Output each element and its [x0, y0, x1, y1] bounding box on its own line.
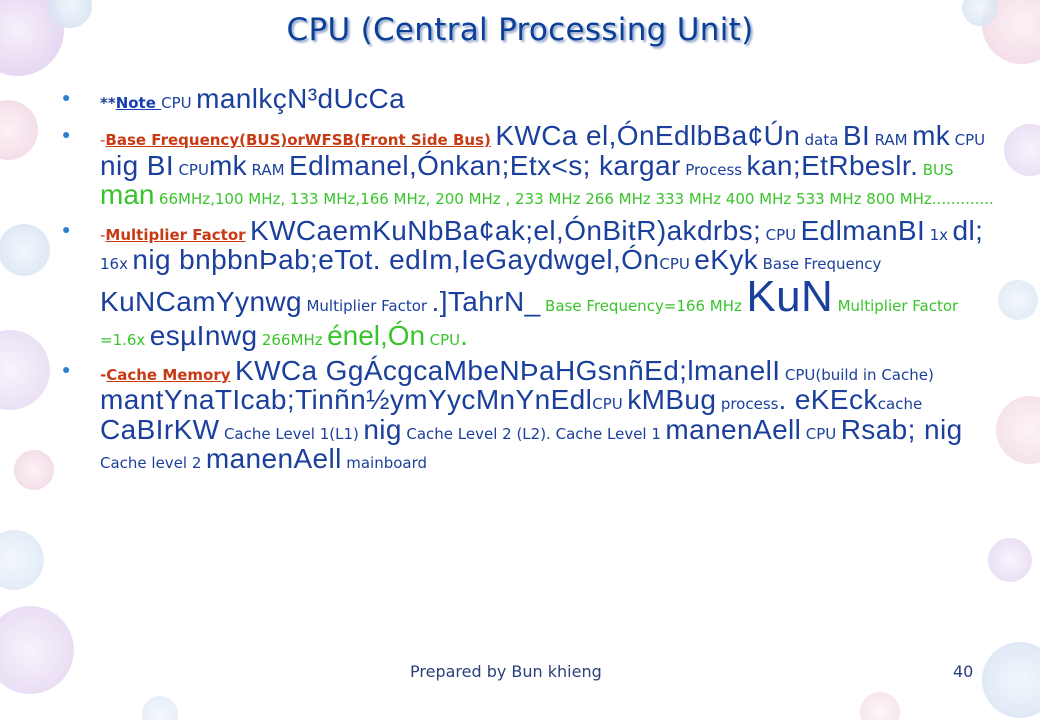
text-run: CPU — [592, 395, 623, 414]
text-run: CPU — [765, 225, 797, 244]
text-run: CPU — [178, 160, 209, 179]
text-run: 1x — [929, 225, 949, 244]
bullet-item-cache-memory: ● -Cache Memory KWCa GgÁcgcaMbeNÞaHGsnñE… — [58, 356, 998, 474]
dash: - — [100, 365, 107, 384]
page-number: 40 — [953, 662, 974, 681]
text-run: Rsab; nig — [840, 413, 963, 445]
base-frequency-link[interactable]: Base Frequency(BUS)orWFSB(Front Side Bus… — [105, 131, 491, 150]
text-run: RAM — [874, 131, 908, 150]
text-run: cache — [877, 395, 923, 414]
text-run: mk — [912, 120, 951, 152]
text-run: Cache Level 2 (L2). Cache Level 1 — [406, 424, 661, 443]
text-run: dl; — [952, 214, 984, 246]
text-run: kan;EtRbeslr. — [746, 149, 919, 181]
text-run: nig bnþbnÞab;eTot. edIm,IeGaydwgel,Ón — [132, 243, 660, 275]
text-run: .]TahrN_ — [431, 286, 541, 318]
text-run: Edlmanel,Ónkan;Etx<s; kargar — [289, 149, 681, 181]
text-run: KWCa GgÁcgcaMbeNÞaHGsnñEd;lmanelI — [235, 354, 781, 386]
bullet-item-note: ● **Note CPU manlkçN³dUcCa — [58, 84, 998, 113]
footer-author: Prepared by Bun khieng — [410, 662, 602, 681]
dash: - — [100, 225, 106, 244]
text-run: mantYnaTIcab;Tinñn½ymYycMnYnEdl — [100, 384, 593, 416]
text-run: process — [720, 395, 779, 414]
text-run: BUS — [922, 160, 954, 179]
round-bullet-icon: ● — [62, 126, 71, 143]
text-run: . eKEck — [778, 384, 878, 416]
dash: - — [100, 131, 106, 150]
text-run: eKyk — [694, 243, 759, 275]
text-run: 266MHz — [261, 330, 323, 349]
text-run: Cache Level 1(L1) — [223, 424, 359, 443]
text-run: mainboard — [346, 454, 428, 473]
text-run: kMBug — [627, 384, 717, 416]
text-run: CPU — [429, 330, 461, 349]
text-run: énel,Ón — [327, 319, 426, 351]
note-stars: ** — [100, 94, 116, 112]
text-run: esµInwg — [149, 319, 258, 351]
multiplier-factor-link[interactable]: Multiplier Factor — [105, 225, 246, 244]
text-run: RAM — [251, 160, 285, 179]
round-bullet-icon: ● — [62, 89, 71, 105]
text-run: CaBIrKW — [100, 413, 220, 445]
text-run: manenAell — [665, 413, 802, 445]
note-link[interactable]: Note — [115, 94, 162, 112]
note-cpu: CPU — [161, 94, 192, 112]
bullet-item-multiplier-factor: ● -Multiplier Factor KWCaemKuNbBa¢ak;el,… — [58, 214, 998, 351]
text-run: man — [100, 179, 155, 211]
text-run: KWCa el,ÓnEdlbBa¢Ún — [495, 120, 801, 152]
text-run: CPU — [659, 254, 690, 273]
text-run: . — [460, 319, 468, 351]
bullet-item-base-frequency: ● -Base Frequency(BUS)orWFSB(Front Side … — [58, 121, 998, 209]
text-run: CPU(build in Cache) — [784, 365, 934, 384]
cache-memory-link[interactable]: Cache Memory — [106, 365, 231, 384]
text-run: EdlmanBI — [800, 214, 926, 246]
text-run: Cache level 2 — [100, 454, 202, 473]
text-run: nig — [363, 413, 402, 445]
text-run: data — [804, 131, 839, 150]
text-run: BI — [842, 120, 871, 152]
text-run: nig BI — [100, 149, 174, 181]
text-run: Base Frequency=166 MHz — [545, 297, 742, 316]
text-run: Process — [685, 160, 743, 179]
note-text: manlkçN³dUcCa — [196, 83, 406, 114]
round-bullet-icon: ● — [62, 360, 71, 377]
text-run: Base Frequency — [762, 254, 882, 273]
text-run: Multiplier Factor =1.6x — [100, 297, 959, 349]
text-run: Multiplier Factor — [306, 297, 428, 316]
text-run: 16x — [100, 254, 128, 273]
text-run: manenAell — [205, 443, 342, 475]
slide-title: CPU (Central Processing Unit) — [286, 12, 754, 48]
frequency-list: 66MHz,100 MHz, 133 MHz,166 MHz, 200 MHz … — [158, 190, 994, 209]
bullet-list: ● **Note CPU manlkçN³dUcCa ● -Base Frequ… — [58, 84, 998, 479]
round-bullet-icon: ● — [62, 220, 71, 237]
text-run: KuNCamYynwg — [100, 286, 303, 318]
text-run: KWCaemKuNbBa¢ak;el,ÓnBitR)akdrbs; — [250, 214, 762, 246]
text-run: CPU — [805, 424, 837, 443]
text-run: KuN — [746, 272, 834, 322]
text-run: CPU — [954, 131, 986, 150]
text-run: mk — [208, 149, 248, 181]
